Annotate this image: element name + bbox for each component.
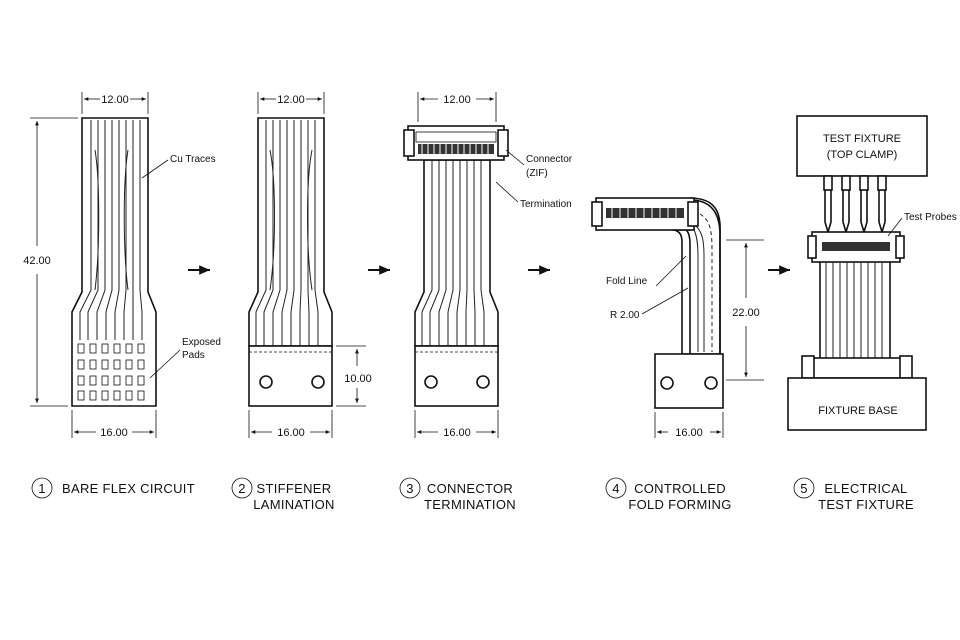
step-number: 5 bbox=[800, 481, 808, 496]
dim-width-bottom: 16.00 bbox=[277, 427, 305, 439]
step-caption-4: 4 CONTROLLED FOLD FORMING bbox=[605, 477, 731, 512]
fixture-base bbox=[787, 377, 927, 431]
step-title-line2: TEST FIXTURE bbox=[818, 497, 914, 512]
label-fixture-base: FIXTURE BASE bbox=[818, 405, 897, 417]
step-title-line2: LAMINATION bbox=[253, 497, 335, 512]
step-title-line2: FOLD FORMING bbox=[628, 497, 731, 512]
step-title-line2: TERMINATION bbox=[424, 497, 516, 512]
label-fold-line: Fold Line bbox=[606, 276, 648, 287]
dim-height-total: 42.00 bbox=[23, 255, 51, 267]
label-connector-2: (ZIF) bbox=[526, 168, 548, 179]
step-number-badge bbox=[31, 477, 53, 499]
label-exposed-pads-1: Exposed bbox=[182, 337, 221, 348]
dim-width-bottom: 16.00 bbox=[100, 427, 128, 439]
label-test-probes: Test Probes bbox=[904, 212, 957, 223]
step-caption-5: 5 ELECTRICAL TEST FIXTURE bbox=[793, 477, 914, 512]
step-number-badge bbox=[605, 477, 627, 499]
step-number-badge bbox=[231, 477, 253, 499]
step-number: 4 bbox=[612, 481, 620, 496]
step-title-line1: CONTROLLED bbox=[634, 481, 726, 496]
dim-fold-height: 22.00 bbox=[732, 307, 760, 319]
zif-connector bbox=[403, 125, 509, 161]
step-number: 1 bbox=[38, 481, 46, 496]
label-test-fixture-1: TEST FIXTURE bbox=[823, 133, 901, 145]
cu-traces bbox=[79, 120, 143, 340]
step-title-line1: ELECTRICAL bbox=[824, 481, 907, 496]
flex-outline bbox=[71, 117, 157, 407]
label-connector-1: Connector bbox=[526, 154, 573, 165]
dim-width-top: 12.00 bbox=[101, 94, 129, 106]
label-cu-traces: Cu Traces bbox=[170, 154, 216, 165]
step1-flex-circuit: 12.00 42.00 16.00 Cu Traces Exposed Pads bbox=[23, 92, 221, 439]
step3-connector-termination: 12.00 16.00 Connector (ZIF) Termination bbox=[403, 92, 573, 439]
step5-test-fixture: TEST FIXTURE (TOP CLAMP) FIXTURE BASE Te… bbox=[787, 115, 957, 431]
label-radius: R 2.00 bbox=[610, 310, 640, 321]
dim-stiffener-height: 10.00 bbox=[344, 373, 372, 385]
step-number: 3 bbox=[406, 481, 414, 496]
zif-connector-folded bbox=[591, 197, 699, 231]
step4-fold-forming: Fold Line R 2.00 22.00 16.00 bbox=[591, 197, 764, 439]
step-caption-3: 3 CONNECTOR TERMINATION bbox=[399, 477, 516, 512]
step2-stiffener-lamination: 12.00 10.00 16.00 bbox=[248, 92, 372, 439]
step-title-line1: BARE FLEX CIRCUIT bbox=[62, 481, 195, 496]
test-probes bbox=[823, 175, 887, 235]
step-number-badge bbox=[399, 477, 421, 499]
dim-width-top: 12.00 bbox=[277, 94, 305, 106]
dim-width-bottom: 16.00 bbox=[443, 427, 471, 439]
step-caption-1: 1 BARE FLEX CIRCUIT bbox=[31, 477, 195, 499]
dim-width-top: 12.00 bbox=[443, 94, 471, 106]
step-caption-2: 2 STIFFENER LAMINATION bbox=[231, 477, 335, 512]
exposed-pads bbox=[77, 343, 145, 401]
step-number-badge bbox=[793, 477, 815, 499]
step-number: 2 bbox=[238, 481, 246, 496]
dim-width-bottom: 16.00 bbox=[675, 427, 703, 439]
step-title-line1: CONNECTOR bbox=[427, 481, 513, 496]
test-fixture-top-clamp bbox=[796, 115, 928, 177]
label-termination: Termination bbox=[520, 199, 572, 210]
label-exposed-pads-2: Pads bbox=[182, 350, 205, 361]
label-test-fixture-2: (TOP CLAMP) bbox=[827, 149, 898, 161]
step-title-line1: STIFFENER bbox=[257, 481, 332, 496]
